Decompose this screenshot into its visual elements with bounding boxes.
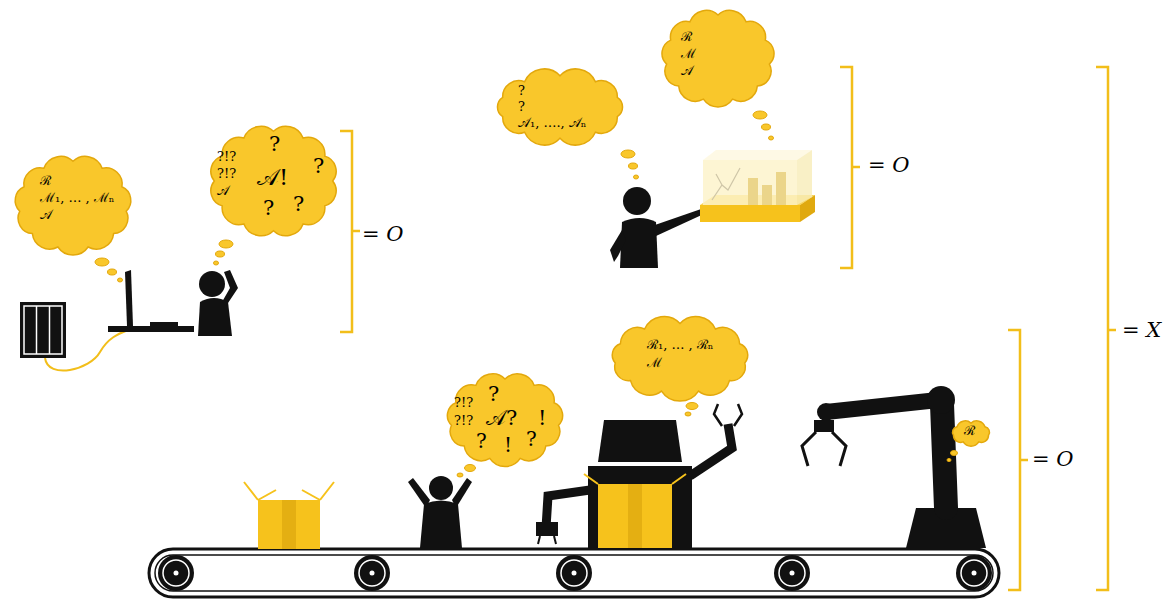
worker bbox=[408, 476, 472, 548]
open-box bbox=[244, 482, 334, 549]
symbol: 𝒜 bbox=[681, 64, 693, 79]
symbol: ? bbox=[518, 84, 525, 99]
symbol-list: ℛ₁, … , ℛₙ bbox=[647, 338, 714, 353]
robot-arm bbox=[802, 386, 986, 548]
cloud-shape bbox=[603, 312, 757, 404]
symbol: ? bbox=[476, 430, 487, 453]
symbol: ?!? bbox=[454, 396, 473, 411]
bracket-label: = X bbox=[1122, 318, 1161, 342]
thought-cloud: ℛℳ𝒜 bbox=[655, 4, 781, 112]
symbol: ?!? bbox=[217, 167, 236, 182]
symbol: ℛ bbox=[681, 30, 692, 45]
symbol: ?!? bbox=[217, 150, 236, 165]
cloud-shape bbox=[655, 4, 781, 112]
symbol: 𝒜 bbox=[40, 208, 52, 223]
symbol-list: ℳ₁, … , ℳₙ bbox=[40, 191, 115, 206]
symbol: ? bbox=[269, 132, 280, 156]
symbol: 𝒜? bbox=[486, 406, 517, 430]
thought-cloud: ℛ bbox=[946, 416, 996, 450]
symbol: ? bbox=[518, 100, 525, 115]
symbol: ? bbox=[293, 192, 304, 216]
symbol: ? bbox=[263, 196, 274, 220]
symbol: ? bbox=[313, 154, 324, 178]
robot bbox=[536, 404, 742, 548]
thought-cloud: ??𝒜₁, …., 𝒜ₙ bbox=[488, 64, 632, 150]
symbol: ! bbox=[538, 406, 546, 430]
bracket-label: = O bbox=[868, 153, 910, 177]
symbol: ? bbox=[488, 382, 499, 406]
symbol: ℳ bbox=[647, 356, 662, 371]
conveyor-belt bbox=[149, 549, 999, 597]
bracket-label: = O bbox=[362, 222, 404, 246]
symbol: ℳ bbox=[681, 47, 696, 62]
cloud-shape bbox=[488, 64, 632, 150]
computer-scene bbox=[20, 270, 238, 371]
thought-cloud: ℛ₁, … , ℛₙ ℳ bbox=[603, 312, 757, 404]
symbol: 𝒜! bbox=[257, 164, 288, 190]
symbol: ℛ bbox=[40, 174, 51, 189]
bracket bbox=[340, 67, 1116, 590]
symbol: ? bbox=[526, 428, 537, 451]
thought-cloud: ?!??!?𝒜?𝒜!??? bbox=[203, 120, 344, 242]
symbol: ?!? bbox=[454, 414, 473, 429]
thought-cloud: ℛ ℳ₁, … , ℳₙ 𝒜 bbox=[8, 150, 138, 260]
symbol: 𝒜 bbox=[217, 184, 229, 199]
thought-cloud: ?!???!?𝒜?!?!? bbox=[440, 368, 570, 471]
symbol-list: 𝒜₁, …., 𝒜ₙ bbox=[518, 116, 587, 131]
bubble-tail bbox=[95, 111, 958, 477]
presentation-scene bbox=[610, 150, 815, 268]
symbol: ℛ bbox=[964, 424, 975, 439]
bracket-label: = O bbox=[1032, 447, 1074, 471]
symbol: ! bbox=[504, 434, 512, 457]
